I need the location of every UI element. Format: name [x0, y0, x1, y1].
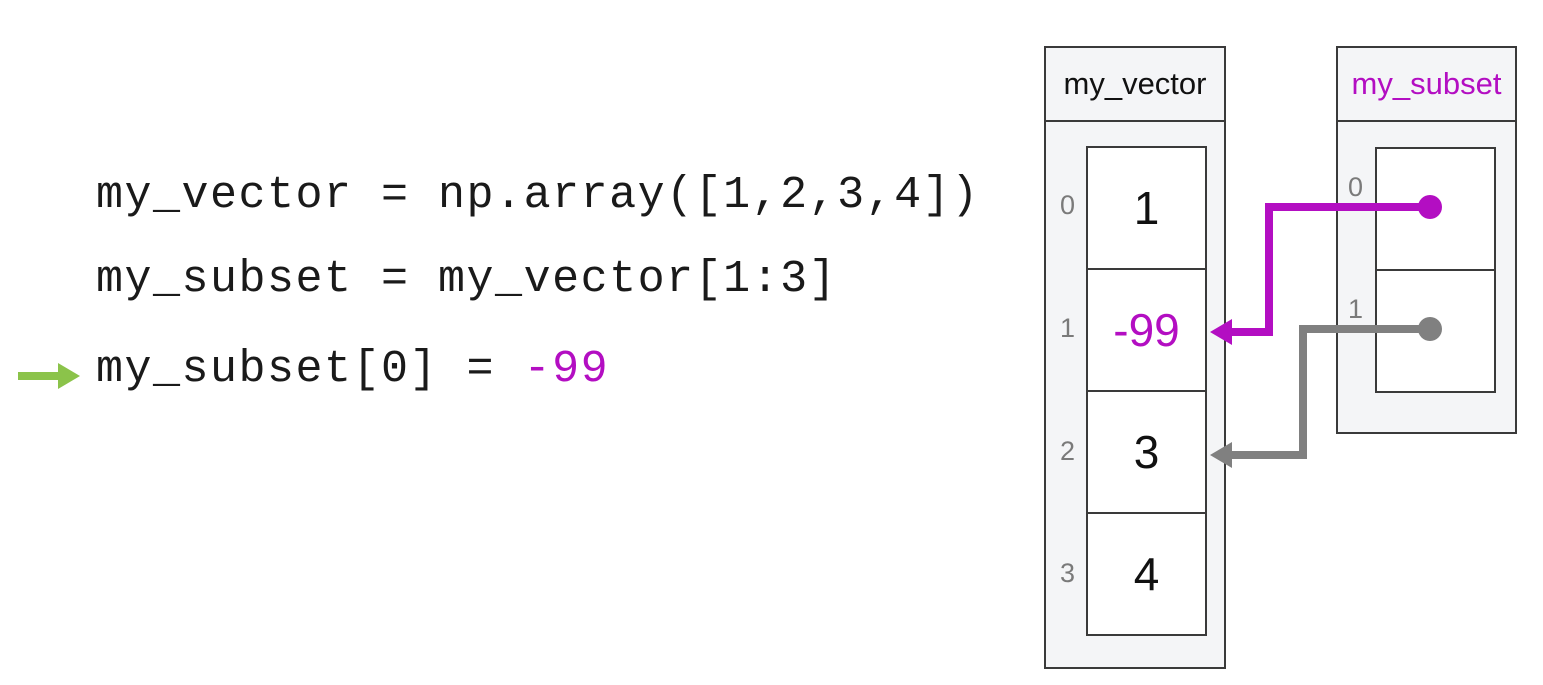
- subset-box: my_subset 0 1: [1336, 46, 1517, 434]
- vector-cell-2: 3: [1086, 390, 1207, 514]
- code-line-2: my_subset = my_vector[1:3]: [96, 254, 838, 305]
- vector-index-1: 1: [1060, 313, 1076, 343]
- vector-name: my_vector: [1046, 48, 1224, 122]
- subset-index-0: 0: [1348, 172, 1364, 202]
- current-line-arrow-icon: [18, 363, 80, 389]
- vector-index-0: 0: [1060, 190, 1076, 220]
- subset-index-1: 1: [1348, 294, 1364, 324]
- subset-cell-0: [1375, 147, 1496, 271]
- vector-cell-3: 4: [1086, 512, 1207, 636]
- vector-index-2: 2: [1060, 436, 1076, 466]
- code-line-3-assignment: my_subset[0] =: [96, 344, 524, 395]
- code-line-1: my_vector = np.array([1,2,3,4]): [96, 170, 980, 221]
- code-line-3-value: -99: [523, 344, 610, 395]
- subset-name: my_subset: [1338, 48, 1515, 122]
- subset-cell-1: [1375, 269, 1496, 393]
- vector-cell-0: 1: [1086, 146, 1207, 270]
- vector-cell-1: -99: [1086, 268, 1207, 392]
- vector-index-3: 3: [1060, 558, 1076, 588]
- vector-box: my_vector 0 1 1 -99 2 3 3 4: [1044, 46, 1226, 669]
- code-line-3: my_subset[0] = -99: [96, 344, 609, 396]
